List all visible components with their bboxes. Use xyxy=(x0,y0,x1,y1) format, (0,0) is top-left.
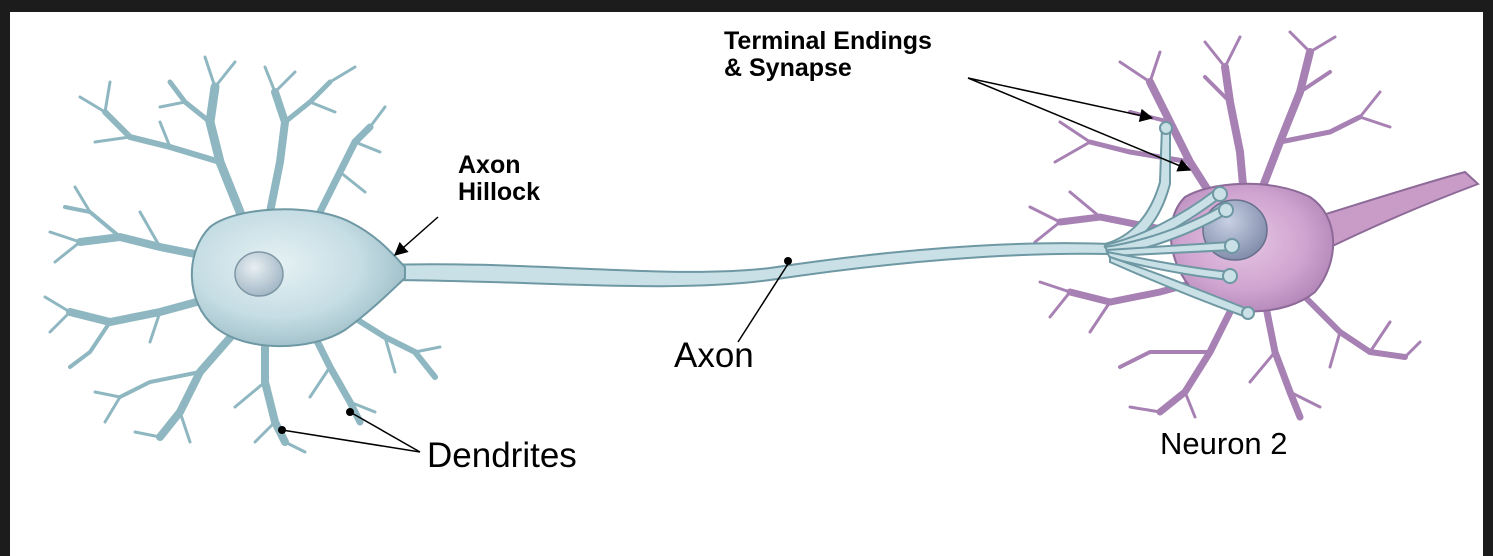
neuron-1-nucleus xyxy=(235,252,283,296)
dendrite-dot-1 xyxy=(278,426,286,434)
axon-hillock-line1: Axon xyxy=(458,152,540,179)
neuron-1 xyxy=(45,57,440,452)
dendrites-label: Dendrites xyxy=(427,437,577,475)
dendrite-dot-2 xyxy=(346,408,354,416)
diagram-canvas: Terminal Endings & Synapse Axon Hillock … xyxy=(10,12,1483,556)
axon-hillock-line2: Hillock xyxy=(458,179,540,206)
neuron-1-soma xyxy=(192,209,405,346)
neuron-illustration xyxy=(10,12,1483,556)
hillock-pointer xyxy=(395,217,438,255)
neuron-2-label: Neuron 2 xyxy=(1160,427,1288,460)
terminal-pointer-1 xyxy=(968,78,1152,118)
axon-dot xyxy=(784,257,792,265)
terminal-endings-line1: Terminal Endings xyxy=(724,28,932,55)
axon-hillock-label: Axon Hillock xyxy=(458,152,540,206)
neuron-2 xyxy=(1030,32,1478,417)
terminal-endings-line2: & Synapse xyxy=(724,55,932,82)
terminal-endings-label: Terminal Endings & Synapse xyxy=(724,28,932,82)
axon-label: Axon xyxy=(674,337,754,375)
